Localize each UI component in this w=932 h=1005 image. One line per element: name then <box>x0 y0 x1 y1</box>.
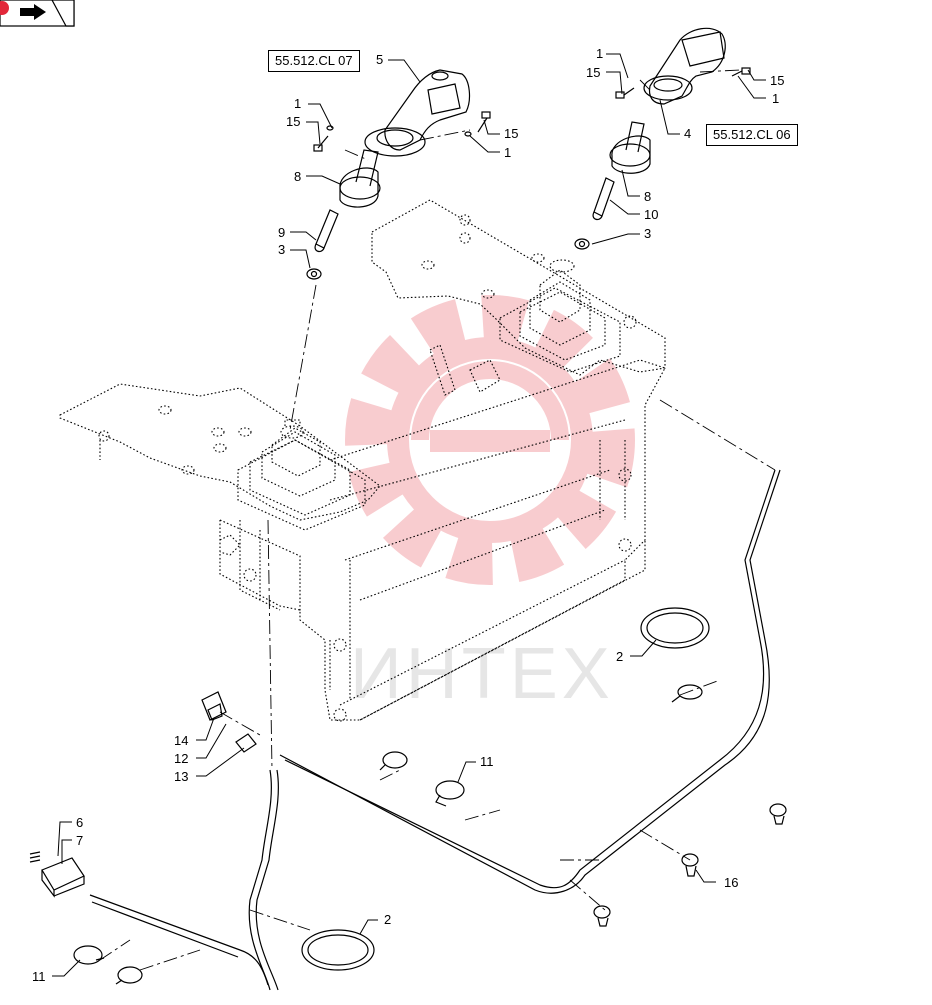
callout-6[interactable]: 6 <box>76 815 83 830</box>
callout-8[interactable]: 8 <box>644 189 651 204</box>
wiring-harness <box>89 469 781 991</box>
push-rivet <box>593 803 787 927</box>
callout-1[interactable]: 1 <box>504 145 511 160</box>
callout-14[interactable]: 14 <box>174 733 188 748</box>
callout-3[interactable]: 3 <box>644 226 651 241</box>
callout-11[interactable]: 11 <box>32 969 46 984</box>
callout-15[interactable]: 15 <box>504 126 518 141</box>
watermark-gear <box>345 295 635 585</box>
callout-2[interactable]: 2 <box>384 912 391 927</box>
callout-2[interactable]: 2 <box>616 649 623 664</box>
right-console-plate <box>371 199 666 376</box>
callout-9[interactable]: 9 <box>278 225 285 240</box>
callout-15[interactable]: 15 <box>586 65 600 80</box>
watermark-text: ИНТЕХ <box>350 634 614 714</box>
callout-5[interactable]: 5 <box>376 52 383 67</box>
callout-1[interactable]: 1 <box>596 46 603 61</box>
main-frame <box>219 344 666 722</box>
assembly-lines <box>99 69 776 971</box>
reference-link-right[interactable]: 55.512.CL 06 <box>706 124 798 146</box>
right-joystick <box>574 27 751 250</box>
callout-7[interactable]: 7 <box>76 833 83 848</box>
callout-1[interactable]: 1 <box>294 96 301 111</box>
reference-link-left[interactable]: 55.512.CL 07 <box>268 50 360 72</box>
callout-8[interactable]: 8 <box>294 169 301 184</box>
left-console-plate <box>59 383 381 521</box>
callout-10[interactable]: 10 <box>644 207 658 222</box>
callout-labels: 5 1 15 15 1 8 9 3 1 15 15 1 4 8 10 3 2 1… <box>32 46 784 984</box>
callout-13[interactable]: 13 <box>174 769 188 784</box>
leader-lines <box>52 53 766 977</box>
harness-connector <box>29 851 85 898</box>
left-joystick <box>306 69 491 280</box>
cable-clip <box>73 684 703 985</box>
connector-bracket <box>201 691 257 753</box>
left-joystick-boot <box>237 419 366 531</box>
callout-15[interactable]: 15 <box>286 114 300 129</box>
callout-12[interactable]: 12 <box>174 751 188 766</box>
callout-3[interactable]: 3 <box>278 242 285 257</box>
callout-11[interactable]: 11 <box>480 754 494 769</box>
callout-15[interactable]: 15 <box>770 73 784 88</box>
callout-1[interactable]: 1 <box>772 91 779 106</box>
right-joystick-boot <box>499 259 621 373</box>
callout-4[interactable]: 4 <box>684 126 691 141</box>
grommet <box>301 607 710 971</box>
navigation-badge-icon[interactable] <box>0 0 78 30</box>
callout-16[interactable]: 16 <box>724 875 738 890</box>
